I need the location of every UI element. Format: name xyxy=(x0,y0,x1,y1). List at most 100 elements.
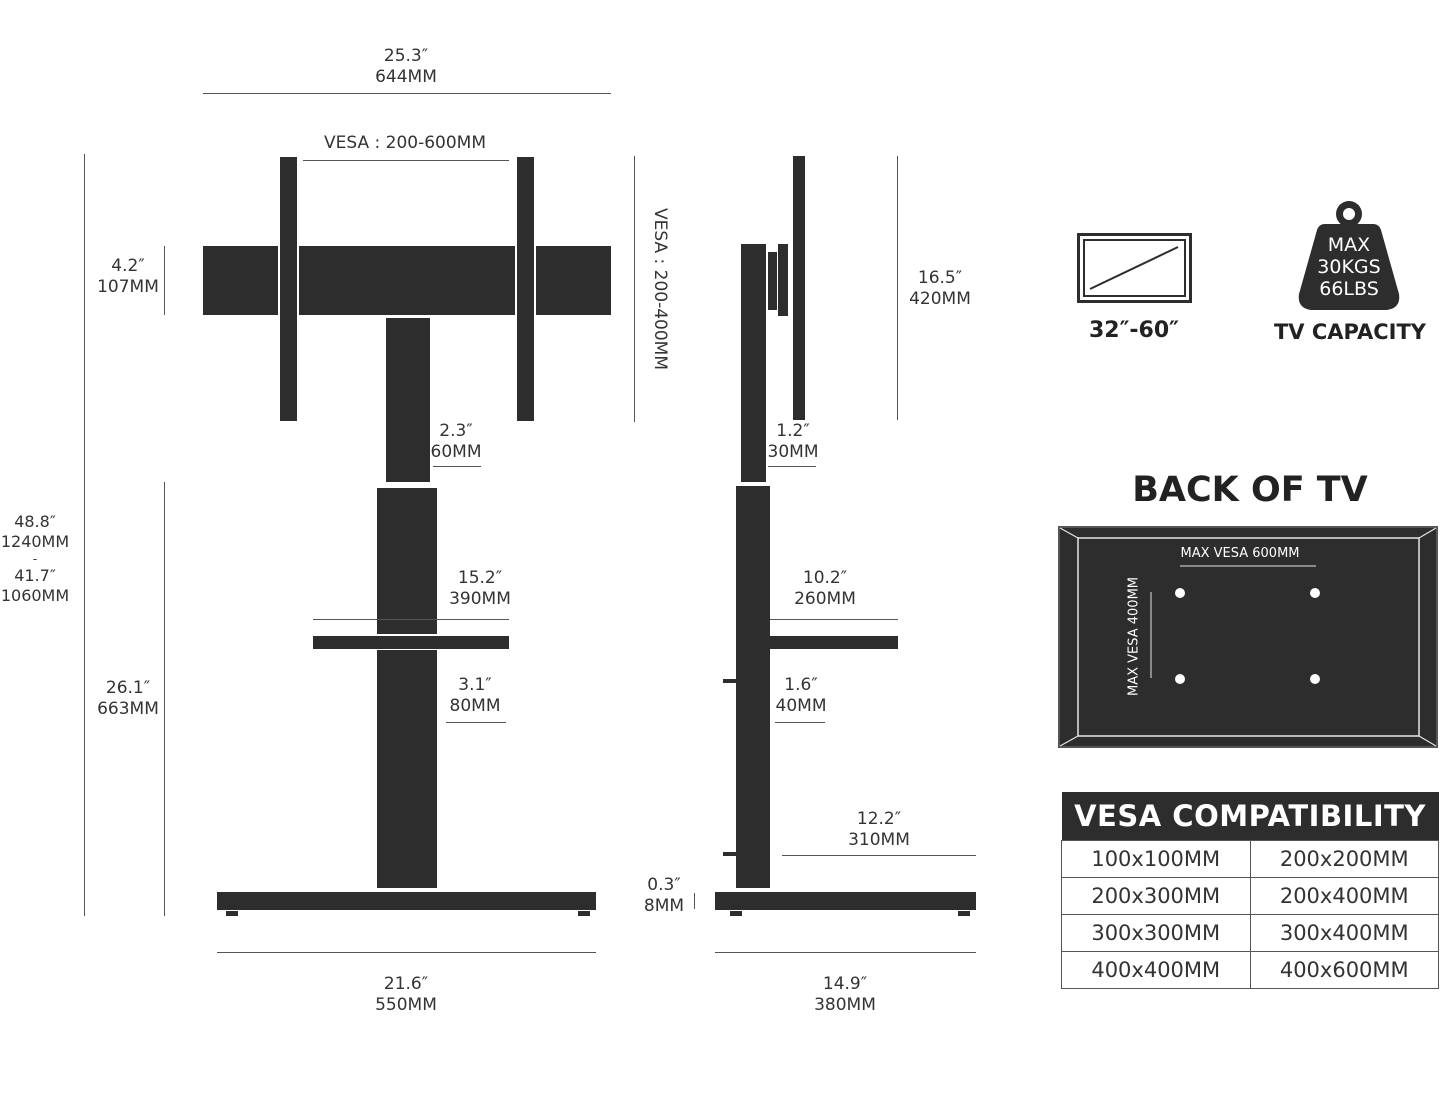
dim-inch: 14.9″ xyxy=(822,974,868,994)
total-height-line xyxy=(84,154,85,916)
dim-mm: 550MM xyxy=(375,995,437,1015)
front-bracket-right xyxy=(515,155,536,423)
dim-inch: 26.1″ xyxy=(105,678,151,698)
dim-mm: 420MM xyxy=(909,289,971,309)
base-width-label: 21.6″ 550MM xyxy=(366,974,446,1016)
dim-mm: 107MM xyxy=(97,277,159,297)
base-front-label: 12.2″ 310MM xyxy=(839,809,919,851)
table-cell: 200x300MM xyxy=(1061,877,1251,915)
dim-inch: 41.7″ xyxy=(14,566,56,585)
back-of-tv-panel xyxy=(1058,526,1438,748)
dim-mm: 390MM xyxy=(449,589,511,609)
dim-inch: 21.6″ xyxy=(383,974,429,994)
column-depth-label: 1.2″ 30MM xyxy=(753,421,833,463)
vesa-vertical-label: VESA : 200-400MM xyxy=(650,208,670,371)
table-cell: 100x100MM xyxy=(1061,840,1251,878)
table-cell: 300x400MM xyxy=(1249,914,1439,952)
dim-inch: 2.3″ xyxy=(439,421,473,441)
side-bracket-outer xyxy=(768,252,777,310)
dim-inch: 1.6″ xyxy=(784,675,818,695)
dim-inch: 3.1″ xyxy=(458,675,492,695)
side-shelf xyxy=(770,636,898,649)
dim-mm: 663MM xyxy=(97,699,159,719)
dim-inch: 16.5″ xyxy=(917,268,963,288)
weight-line: 66LBS xyxy=(1319,278,1379,300)
side-tv-plate xyxy=(793,156,805,420)
front-base-column xyxy=(377,650,437,888)
shelf-thickness-line xyxy=(775,722,825,723)
base-depth-line xyxy=(715,952,976,953)
dim-mm: 60MM xyxy=(430,442,482,462)
weight-text: MAX 30KGS 66LBS xyxy=(1300,234,1398,300)
overall-width-label: 25.3″ 644MM xyxy=(356,46,456,88)
front-lower-column xyxy=(377,488,437,634)
dim-mm: 30MM xyxy=(767,442,819,462)
side-hook-bottom xyxy=(723,852,736,856)
dim-mm: 40MM xyxy=(775,696,827,716)
dim-inch: 4.2″ xyxy=(111,256,145,276)
back-of-tv-title: BACK OF TV xyxy=(1132,470,1368,510)
table-row: 300x300MM 300x400MM xyxy=(1061,914,1439,952)
base-depth-label: 14.9″ 380MM xyxy=(805,974,885,1016)
table-cell: 400x400MM xyxy=(1061,951,1251,989)
column-depth-line xyxy=(768,466,816,467)
table-cell: 400x600MM xyxy=(1249,951,1439,989)
weight-line: 30KGS xyxy=(1317,256,1381,278)
crossbar-height-label: 4.2″ 107MM xyxy=(88,256,168,298)
tv-capacity-label: TV CAPACITY xyxy=(1273,320,1427,344)
dim-inch: 10.2″ xyxy=(802,568,848,588)
dim-mm: 260MM xyxy=(794,589,856,609)
front-crossbar xyxy=(203,246,611,315)
table-cell: 200x400MM xyxy=(1249,877,1439,915)
side-foot-right xyxy=(958,911,970,916)
weight-line: MAX xyxy=(1327,234,1371,256)
dim-inch: 12.2″ xyxy=(856,809,902,829)
base-front-line xyxy=(782,855,976,856)
table-row: 100x100MM 200x200MM xyxy=(1061,840,1439,878)
dim-separator: - xyxy=(32,552,38,566)
column-width-label: 2.3″ 60MM xyxy=(416,421,496,463)
dim-mm: 380MM xyxy=(814,995,876,1015)
dim-inch: 0.3″ xyxy=(647,875,681,895)
crossbar-height-line xyxy=(164,246,165,315)
bracket-height-line xyxy=(897,156,898,420)
base-thickness-line xyxy=(694,893,695,909)
side-lower-column xyxy=(736,486,770,888)
dim-mm: 8MM xyxy=(643,896,685,916)
side-base xyxy=(715,892,976,910)
dim-mm: 80MM xyxy=(449,696,501,716)
overall-width-line xyxy=(203,93,611,94)
front-foot-right xyxy=(578,911,590,916)
table-row: 400x400MM 400x600MM xyxy=(1061,951,1439,989)
table-row: 200x300MM 200x400MM xyxy=(1061,877,1439,915)
vesa-horizontal-label: VESA : 200-600MM xyxy=(323,133,486,153)
vesa-horizontal-line xyxy=(303,160,509,161)
base-thickness-label: 0.3″ 8MM xyxy=(634,875,694,917)
table-header-row: VESA COMPATIBILITY xyxy=(1061,792,1439,841)
shelf-height-line xyxy=(164,482,165,916)
dim-mm: 1240MM xyxy=(0,532,70,551)
bracket-height-label: 16.5″ 420MM xyxy=(900,268,980,310)
table-cell: 300x300MM xyxy=(1061,914,1251,952)
shelf-depth-line xyxy=(770,619,898,620)
front-base xyxy=(217,892,596,910)
front-upper-column xyxy=(386,318,430,482)
front-shelf xyxy=(313,636,509,649)
total-height-label: 48.8″ 1240MM - 41.7″ 1060MM xyxy=(0,512,70,606)
shelf-column-width-label: 3.1″ 80MM xyxy=(435,675,515,717)
vesa-table-header: VESA COMPATIBILITY xyxy=(1061,792,1439,841)
vesa-vertical-line xyxy=(634,156,635,422)
dim-mm: 1060MM xyxy=(0,586,70,605)
side-hook-top xyxy=(723,679,736,683)
shelf-width-line xyxy=(313,619,509,620)
dim-mm: 644MM xyxy=(375,67,437,87)
column-width-line xyxy=(433,466,481,467)
vesa-compatibility-table: VESA COMPATIBILITY 100x100MM 200x200MM 2… xyxy=(1061,792,1439,989)
shelf-depth-label: 10.2″ 260MM xyxy=(785,568,865,610)
table-cell: 200x200MM xyxy=(1249,840,1439,878)
dim-inch: 25.3″ xyxy=(383,46,429,66)
dim-mm: 310MM xyxy=(848,830,910,850)
side-bracket-inner xyxy=(778,244,788,316)
shelf-height-label: 26.1″ 663MM xyxy=(88,678,168,720)
base-width-line xyxy=(217,952,596,953)
